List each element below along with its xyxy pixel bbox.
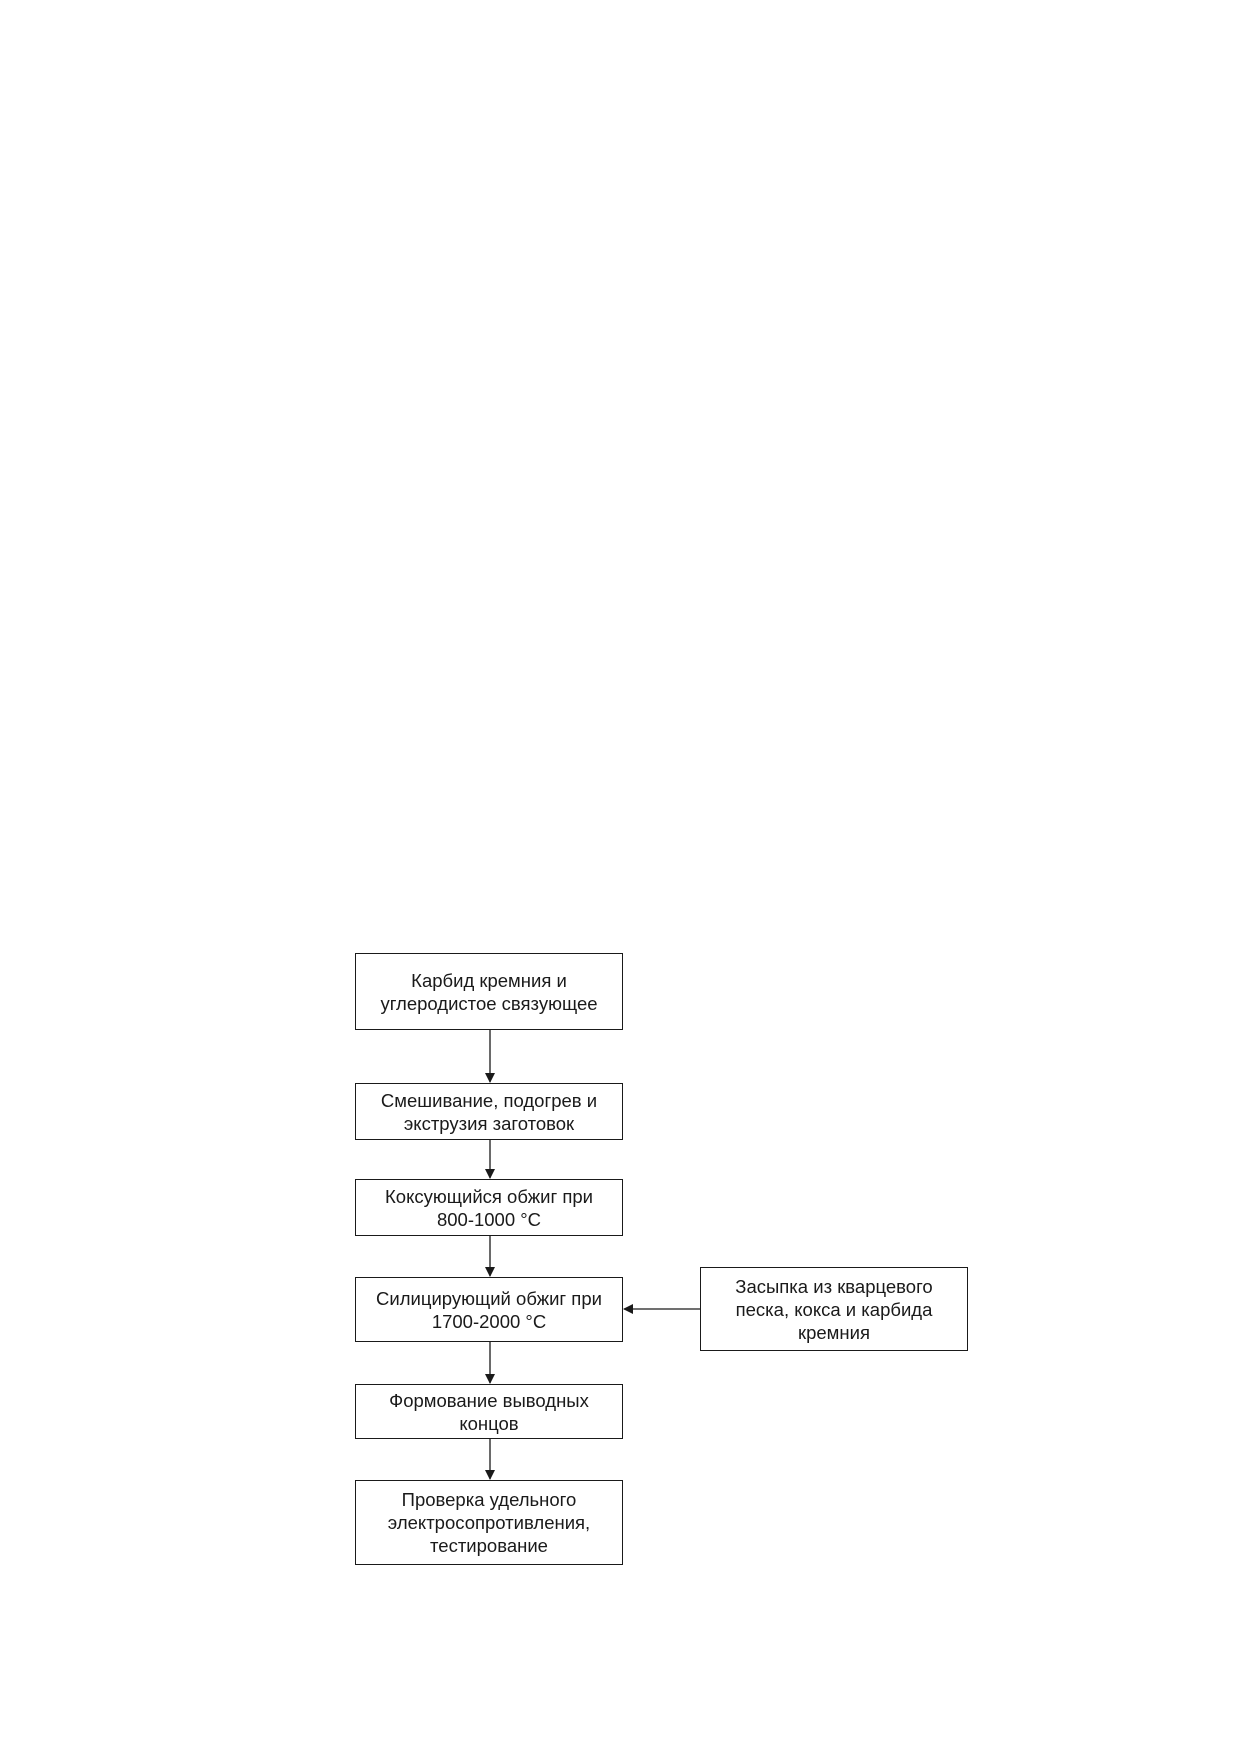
- step-mixing: Смешивание, подогрев и экструзия заготов…: [355, 1083, 623, 1140]
- step-siliconizing-firing: Силицирующий обжиг при 1700-2000 °C: [355, 1277, 623, 1342]
- side-input-backfill: Засыпка из кварцевого песка, кокса и кар…: [700, 1267, 968, 1351]
- step-lead-forming-label: Формование выводных концов: [389, 1389, 589, 1434]
- step-coking-firing: Коксующийся обжиг при 800-1000 °C: [355, 1179, 623, 1236]
- step-raw-materials-label: Карбид кремния и углеродистое связующее: [380, 969, 598, 1014]
- step-mixing-label: Смешивание, подогрев и экструзия заготов…: [380, 1089, 598, 1134]
- step-siliconizing-firing-label: Силицирующий обжиг при 1700-2000 °C: [376, 1287, 602, 1332]
- step-lead-forming: Формование выводных концов: [355, 1384, 623, 1439]
- step-coking-firing-label: Коксующийся обжиг при 800-1000 °C: [385, 1185, 593, 1230]
- step-raw-materials: Карбид кремния и углеродистое связующее: [355, 953, 623, 1030]
- step-testing: Проверка удельного электросопротивления,…: [355, 1480, 623, 1565]
- side-input-backfill-label: Засыпка из кварцевого песка, кокса и кар…: [735, 1275, 933, 1343]
- step-testing-label: Проверка удельного электросопротивления,…: [387, 1489, 591, 1556]
